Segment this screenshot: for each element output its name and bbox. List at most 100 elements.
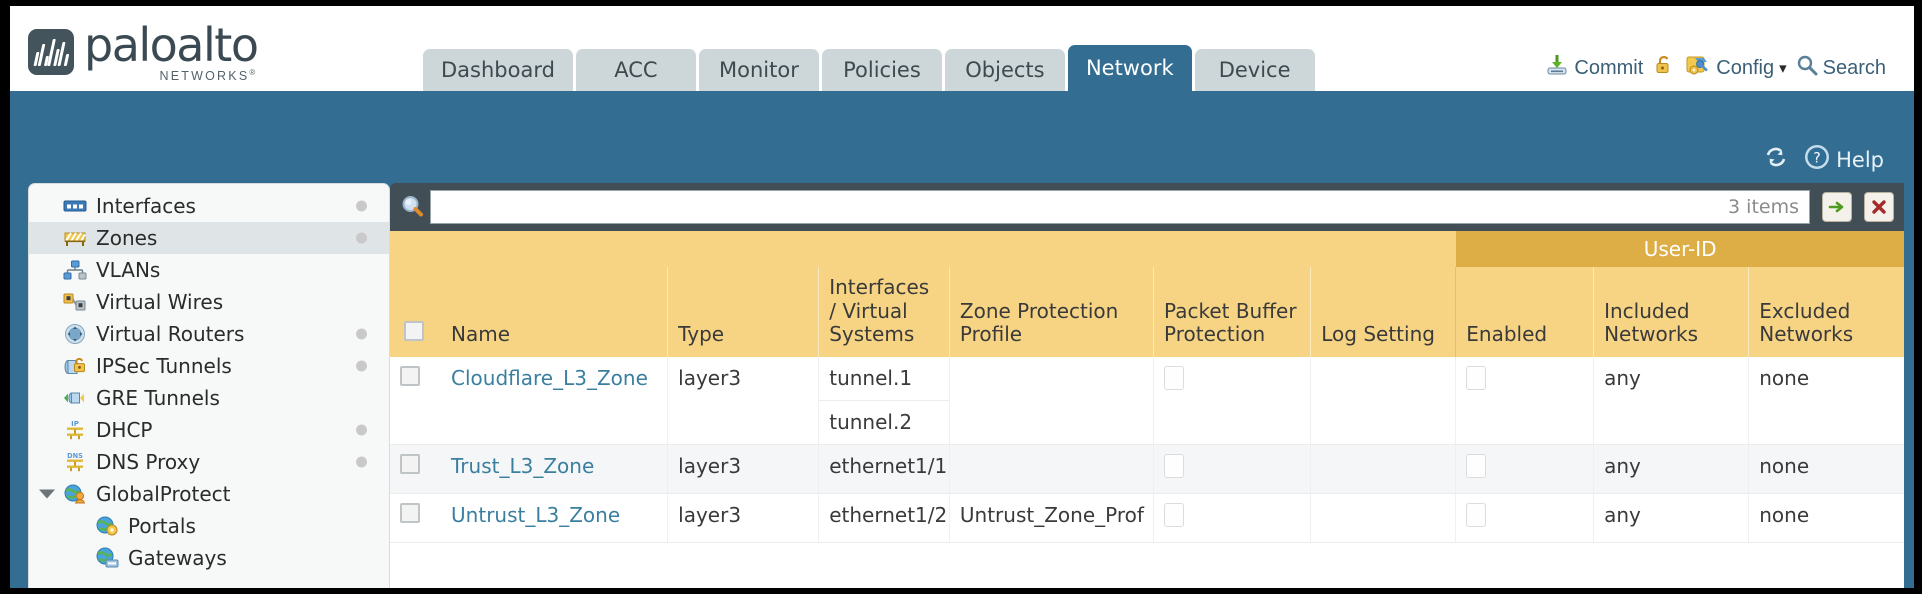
cell-excluded-networks: none — [1748, 357, 1904, 445]
userid-enabled-checkbox[interactable] — [1466, 366, 1487, 390]
config-menu[interactable]: Config ▾ — [1685, 53, 1787, 83]
userid-enabled-checkbox[interactable] — [1466, 503, 1487, 527]
packet-buffer-checkbox[interactable] — [1164, 503, 1185, 527]
chevron-down-icon: ▾ — [1779, 60, 1787, 77]
table-row[interactable]: Cloudflare_L3_Zone layer3 tunnel.1 tunne… — [390, 357, 1904, 445]
column-header-name[interactable]: Name — [441, 267, 668, 357]
sidebar-item-portals[interactable]: Portals — [29, 510, 389, 542]
zone-link[interactable]: Untrust_L3_Zone — [451, 503, 621, 527]
app-header: paloalto NETWORKS® Dashboard ACC Monitor… — [10, 6, 1914, 91]
column-header-interfaces[interactable]: Interfaces / Virtual Systems — [818, 267, 950, 357]
column-header-excluded[interactable]: Excluded Networks — [1748, 267, 1904, 357]
zone-link[interactable]: Cloudflare_L3_Zone — [451, 366, 648, 390]
refresh-icon[interactable] — [1763, 144, 1789, 175]
sidebar-item-dhcp[interactable]: IP DHCP — [29, 414, 389, 446]
cell-packet-buffer — [1153, 444, 1311, 494]
cell-log-setting — [1310, 444, 1456, 494]
row-checkbox[interactable] — [400, 454, 420, 474]
cell-included-networks: any — [1593, 444, 1749, 494]
sub-header-bar: ? Help — [10, 91, 1914, 175]
cell-packet-buffer — [1153, 357, 1311, 445]
cell-zone-protection — [948, 357, 1154, 445]
tab-objects[interactable]: Objects — [944, 49, 1065, 91]
green-arrow-icon — [1828, 201, 1844, 213]
column-header-type[interactable]: Type — [667, 267, 819, 357]
zone-link[interactable]: Trust_L3_Zone — [451, 454, 595, 478]
sidebar-item-vlans[interactable]: VLANs — [29, 254, 389, 286]
table-header-row: Name Type Interfaces / Virtual Systems Z… — [390, 267, 1904, 357]
search-button[interactable]: Search — [1796, 54, 1886, 82]
select-all-checkbox[interactable] — [404, 321, 424, 342]
commit-button[interactable]: Commit — [1545, 53, 1643, 83]
status-dot — [356, 328, 367, 340]
column-header-packet-buffer[interactable]: Packet Buffer Protection — [1153, 267, 1311, 357]
row-checkbox[interactable] — [400, 503, 420, 523]
item-count-label: 3 items — [1728, 196, 1799, 218]
table-group-header-row: User-ID — [390, 231, 1904, 267]
cell-excluded-networks: none — [1748, 444, 1904, 494]
cell-type: layer3 — [667, 357, 819, 445]
apply-filter-button[interactable] — [1822, 192, 1852, 222]
svg-text:IP: IP — [71, 420, 79, 428]
red-x-icon — [1872, 200, 1886, 214]
column-header-zone-protection[interactable]: Zone Protection Profile — [948, 267, 1154, 357]
gateways-icon — [95, 547, 119, 568]
padlock-icon[interactable] — [1652, 53, 1676, 83]
sidebar-item-label: Zones — [96, 226, 158, 250]
sidebar-item-label: GlobalProtect — [96, 482, 231, 506]
magnifier-icon[interactable] — [396, 190, 430, 224]
cell-zone-protection: Untrust_Zone_Prof — [948, 493, 1154, 543]
sidebar-item-gre-tunnels[interactable]: GRE Tunnels — [29, 382, 389, 414]
group-header-spacer — [390, 231, 1456, 267]
sidebar-item-globalprotect[interactable]: GlobalProtect — [29, 478, 389, 510]
vlans-icon — [63, 260, 87, 280]
group-header-userid: User-ID — [1455, 231, 1904, 267]
tab-device[interactable]: Device — [1194, 49, 1315, 91]
sidebar-item-ipsec-tunnels[interactable]: IPSec Tunnels — [29, 350, 389, 382]
interface-entry: tunnel.2 — [829, 410, 913, 434]
svg-text:DNS: DNS — [67, 452, 83, 460]
sidebar-item-virtual-routers[interactable]: Virtual Routers — [29, 318, 389, 350]
sidebar-item-interfaces[interactable]: Interfaces — [29, 190, 389, 222]
config-label: Config — [1716, 56, 1775, 79]
sidebar-item-label: Interfaces — [96, 194, 196, 218]
header-actions: Commit — [1545, 53, 1886, 83]
cell-userid-enabled — [1455, 493, 1594, 543]
portals-icon — [95, 516, 119, 536]
status-dot — [356, 200, 367, 212]
globalprotect-icon — [63, 484, 87, 504]
packet-buffer-checkbox[interactable] — [1164, 454, 1185, 478]
packet-buffer-checkbox[interactable] — [1164, 366, 1185, 390]
help-label: Help — [1836, 147, 1884, 172]
sidebar-item-gateways[interactable]: Gateways — [29, 542, 389, 574]
sidebar-item-zones[interactable]: Zones — [29, 222, 389, 254]
tab-network[interactable]: Network — [1067, 45, 1192, 91]
tab-policies[interactable]: Policies — [821, 49, 942, 91]
table-row[interactable]: Untrust_L3_Zone layer3 ethernet1/2 Untru… — [390, 493, 1904, 543]
cell-name: Untrust_L3_Zone — [441, 493, 668, 543]
column-header-included[interactable]: Included Networks — [1593, 267, 1749, 357]
cell-userid-enabled — [1455, 357, 1594, 445]
table-row[interactable]: Trust_L3_Zone layer3 ethernet1/1 — [390, 444, 1904, 494]
help-button[interactable]: ? Help — [1803, 143, 1884, 176]
sidebar-item-dns-proxy[interactable]: DNS DNS Proxy — [29, 446, 389, 478]
tab-acc[interactable]: ACC — [575, 49, 696, 91]
sidebar-item-label: GRE Tunnels — [96, 386, 220, 410]
row-select-cell — [390, 493, 442, 543]
chevron-down-icon[interactable] — [39, 489, 55, 499]
column-header-enabled[interactable]: Enabled — [1455, 267, 1594, 357]
status-dot — [356, 232, 367, 244]
column-header-log-setting[interactable]: Log Setting — [1310, 267, 1456, 357]
clear-filter-button[interactable] — [1864, 192, 1894, 222]
sidebar-item-label: VLANs — [96, 258, 161, 282]
cell-name: Trust_L3_Zone — [441, 444, 668, 494]
select-all-header — [390, 267, 442, 357]
tab-dashboard[interactable]: Dashboard — [423, 49, 573, 91]
row-checkbox[interactable] — [400, 366, 420, 386]
sidebar-item-virtual-wires[interactable]: Virtual Wires — [29, 286, 389, 318]
search-input[interactable]: 3 items — [430, 190, 1810, 224]
body-area: Interfaces Zones — [10, 175, 1914, 588]
tab-monitor[interactable]: Monitor — [698, 49, 819, 91]
dns-proxy-icon: DNS — [63, 452, 87, 472]
userid-enabled-checkbox[interactable] — [1466, 454, 1487, 478]
